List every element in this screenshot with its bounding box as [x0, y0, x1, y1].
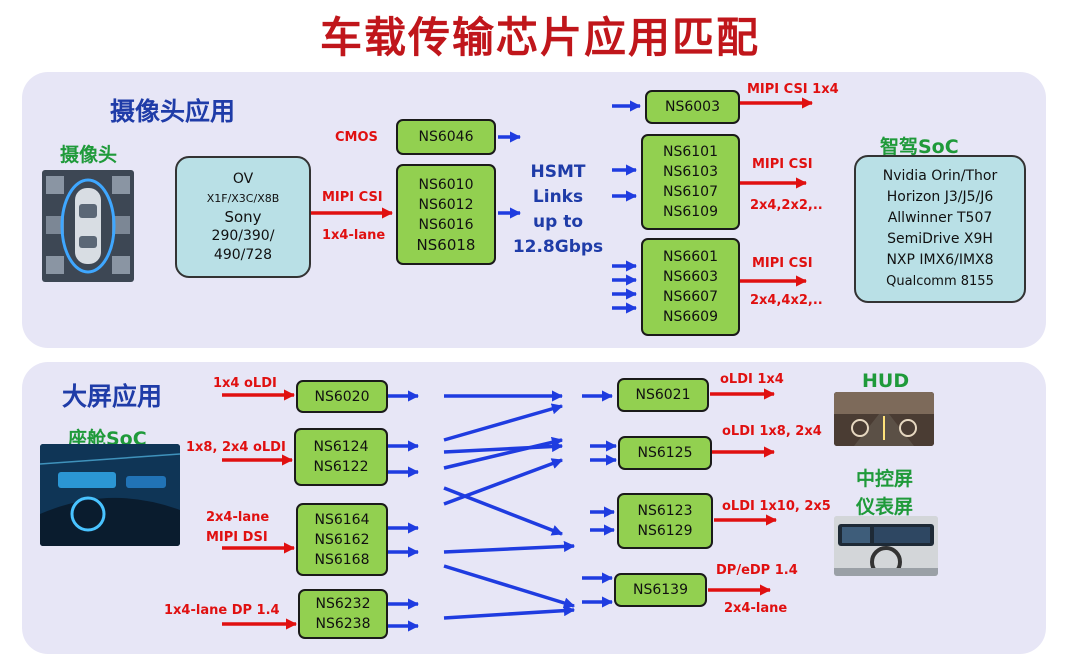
chip-ns6139: NS6139 [614, 573, 707, 607]
chip-part: NS6122 [313, 459, 369, 475]
out-ns6139-label-a: DP/eDP 1.4 [716, 563, 798, 578]
mipi-in-label: MIPI CSI [322, 190, 383, 205]
hsmt-line: up to [533, 212, 583, 232]
soc-line: Horizon J3/J5/J6 [886, 189, 994, 205]
chip-part: NS6168 [314, 551, 370, 568]
hsmt-line: Links [532, 187, 584, 207]
sensor-box: OV X1F/X3C/X8B Sony 290/390/ 490/728 [175, 156, 311, 278]
chip-ns6124-group: NS6124 NS6122 [294, 428, 388, 486]
chip-ns6046: NS6046 [396, 119, 496, 155]
in-ns6232-label: 1x4-lane DP 1.4 [164, 603, 280, 618]
sensor-line: X1F/X3C/X8B [206, 191, 280, 205]
soc-box: Nvidia Orin/Thor Horizon J3/J5/J6 Allwin… [854, 155, 1026, 303]
cmos-label: CMOS [335, 130, 378, 145]
chip-part: NS6162 [314, 531, 370, 548]
chip-part: NS6021 [635, 387, 691, 403]
page-title: 车载传输芯片应用匹配 [319, 13, 760, 62]
chip-ns6601-group: NS6601 NS6603 NS6607 NS6609 [641, 238, 740, 336]
hsmt-line: HSMT [530, 162, 586, 182]
center-display-label: 中控屏 [856, 468, 914, 490]
chip-part: NS6107 [663, 184, 718, 200]
chip-part: NS6238 [315, 616, 371, 632]
soc-line: SemiDrive X9H [887, 231, 993, 247]
in-ns6124-label: 1x8, 2x4 oLDI [186, 440, 286, 455]
chip-ns6125: NS6125 [618, 436, 712, 470]
chip-ns6123-group: NS6123 NS6129 [617, 493, 713, 549]
chip-part: NS6124 [313, 439, 369, 455]
chip-part: NS6003 [665, 99, 720, 115]
chip-ns6232-group: NS6232 NS6238 [298, 589, 388, 639]
chip-part: NS6601 [663, 249, 718, 265]
chip-ns6101-group: NS6101 NS6103 NS6107 NS6109 [641, 134, 740, 230]
out-ns6101-label-a: MIPI CSI [752, 157, 813, 172]
in-ns6164-label-b: MIPI DSI [206, 530, 268, 545]
hud-label: HUD [862, 370, 910, 392]
out-ns6123-label: oLDI 1x10, 2x5 [722, 499, 831, 514]
out-ns6601-label-a: MIPI CSI [752, 256, 813, 271]
chip-part: NS6103 [663, 164, 718, 180]
soc-line: Qualcomm 8155 [886, 274, 994, 289]
cockpit-image [40, 444, 180, 546]
hsmt-line: 12.8Gbps [512, 237, 604, 257]
chip-ns6010-group: NS6010 NS6012 NS6016 NS6018 [396, 164, 496, 265]
camera-car-image [42, 170, 134, 282]
dashboard-image [834, 516, 938, 576]
chip-part: NS6603 [663, 269, 718, 285]
chip-part: NS6232 [315, 596, 371, 612]
chip-part: NS6125 [637, 445, 693, 461]
out-ns6021-label: oLDI 1x4 [720, 372, 784, 387]
chip-part: NS6010 [418, 176, 474, 193]
hud-image [834, 392, 934, 446]
out-ns6601-label-b: 2x4,4x2,.. [750, 293, 823, 308]
sensor-line: 490/728 [213, 246, 273, 263]
chip-part: NS6123 [637, 503, 693, 519]
chip-ns6164-group: NS6164 NS6162 NS6168 [296, 503, 388, 576]
lane-label: 1x4-lane [322, 228, 386, 243]
chip-part: NS6129 [637, 523, 693, 539]
camera-label: 摄像头 [60, 144, 118, 166]
soc-label: 智驾SoC [880, 132, 959, 159]
sensor-line: 290/390/ [211, 227, 275, 244]
chip-part: NS6609 [663, 309, 718, 325]
in-ns6164-label-a: 2x4-lane [206, 510, 270, 525]
out-ns6101-label-b: 2x4,2x2,.. [750, 198, 823, 213]
out-ns6003-label: MIPI CSI 1x4 [747, 82, 839, 97]
chip-part: NS6607 [663, 289, 718, 305]
soc-line: NXP IMX6/IMX8 [886, 252, 994, 268]
display-section-title: 大屏应用 [62, 382, 163, 411]
sensor-line: Sony [224, 207, 262, 226]
soc-line: Nvidia Orin/Thor [882, 168, 998, 184]
soc-line: Allwinner T507 [887, 210, 993, 226]
chip-ns6020: NS6020 [296, 380, 388, 413]
chip-part: NS6101 [663, 144, 718, 160]
chip-ns6021: NS6021 [617, 378, 709, 412]
chip-part: NS6109 [663, 204, 718, 220]
chip-part: NS6139 [633, 582, 688, 598]
chip-part: NS6020 [314, 388, 370, 405]
chip-part: NS6018 [416, 235, 476, 254]
in-ns6020-label: 1x4 oLDI [213, 376, 277, 391]
chip-part: NS6164 [314, 511, 370, 528]
out-ns6125-label: oLDI 1x8, 2x4 [722, 424, 822, 439]
out-ns6139-label-b: 2x4-lane [724, 601, 788, 616]
sensor-line: OV [232, 170, 254, 187]
chip-part: NS6046 [418, 129, 474, 145]
camera-section-title: 摄像头应用 [110, 97, 236, 126]
hsmt-label: HSMT Links up to 12.8Gbps [504, 160, 612, 260]
chip-part: NS6016 [418, 216, 474, 233]
chip-ns6003: NS6003 [645, 90, 740, 124]
chip-part: NS6012 [418, 196, 474, 213]
cluster-display-label: 仪表屏 [856, 496, 914, 518]
soc-label-text: 智驾SoC [880, 136, 959, 158]
